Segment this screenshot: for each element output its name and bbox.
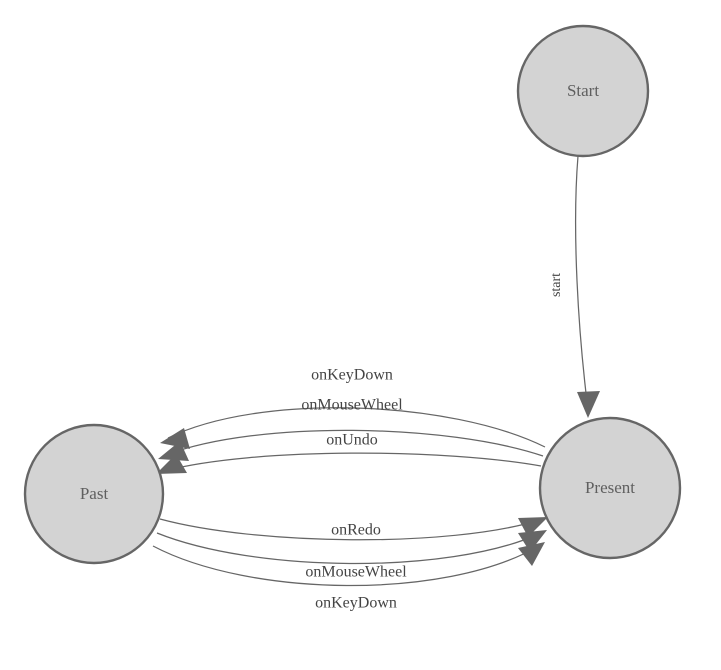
edge-past-present-onredo-path — [159, 518, 541, 541]
edge-present-past-onmousewheel-path — [165, 429, 544, 457]
edge-start[interactable]: start — [549, 155, 600, 418]
edge-label-start: start — [549, 273, 564, 297]
edge-present-past-onkeydown-arrowhead — [160, 428, 190, 449]
edge-label-onundo: onUndo — [326, 432, 378, 449]
edge-label-onredo: onRedo — [331, 522, 381, 539]
edge-label-onkeydown-lower: onKeyDown — [315, 595, 397, 612]
edge-present-past-onmousewheel[interactable]: onMouseWheel — [158, 397, 544, 461]
node-present-circle[interactable] — [538, 416, 682, 560]
edge-label-onmousewheel-upper: onMouseWheel — [301, 397, 403, 414]
edge-past-present-onredo-arrowhead — [518, 517, 548, 537]
node-past-label: Past — [80, 484, 109, 503]
edge-past-present-onmousewheel-path — [156, 532, 540, 565]
edge-present-past-onundo-path — [163, 452, 542, 472]
node-start-circle[interactable] — [516, 24, 650, 158]
edge-past-present-onmousewheel[interactable]: onMouseWheel — [156, 530, 547, 581]
edge-past-present-onredo[interactable]: onRedo — [159, 517, 548, 541]
edge-past-present-onkeydown[interactable]: onKeyDown — [152, 542, 545, 612]
edges-layer: start onKeyDown onMouseWheel onUndo — [152, 155, 600, 612]
edge-past-present-onmousewheel-arrowhead — [518, 530, 547, 552]
node-start[interactable]: Start — [516, 24, 650, 158]
node-present-label: Present — [585, 478, 635, 497]
edge-start-arrowhead — [577, 391, 600, 418]
node-present[interactable]: Present — [538, 416, 682, 560]
node-past[interactable]: Past — [23, 423, 165, 565]
edge-present-past-onundo-arrowhead — [156, 454, 187, 474]
node-start-label: Start — [567, 81, 599, 100]
edge-present-past-onmousewheel-arrowhead — [158, 441, 189, 461]
edge-present-past-onkeydown[interactable]: onKeyDown — [160, 367, 546, 449]
node-past-circle[interactable] — [23, 423, 165, 565]
edge-label-onkeydown-upper: onKeyDown — [311, 367, 393, 384]
edge-start-path — [575, 155, 589, 411]
nodes-layer: Start Past Present — [23, 24, 682, 565]
edge-present-past-onundo[interactable]: onUndo — [156, 432, 542, 474]
edge-present-past-onkeydown-path — [167, 407, 546, 448]
edge-label-onmousewheel-lower: onMouseWheel — [305, 564, 407, 581]
edge-past-present-onkeydown-path — [152, 545, 538, 587]
edge-past-present-onkeydown-arrowhead — [518, 542, 545, 566]
